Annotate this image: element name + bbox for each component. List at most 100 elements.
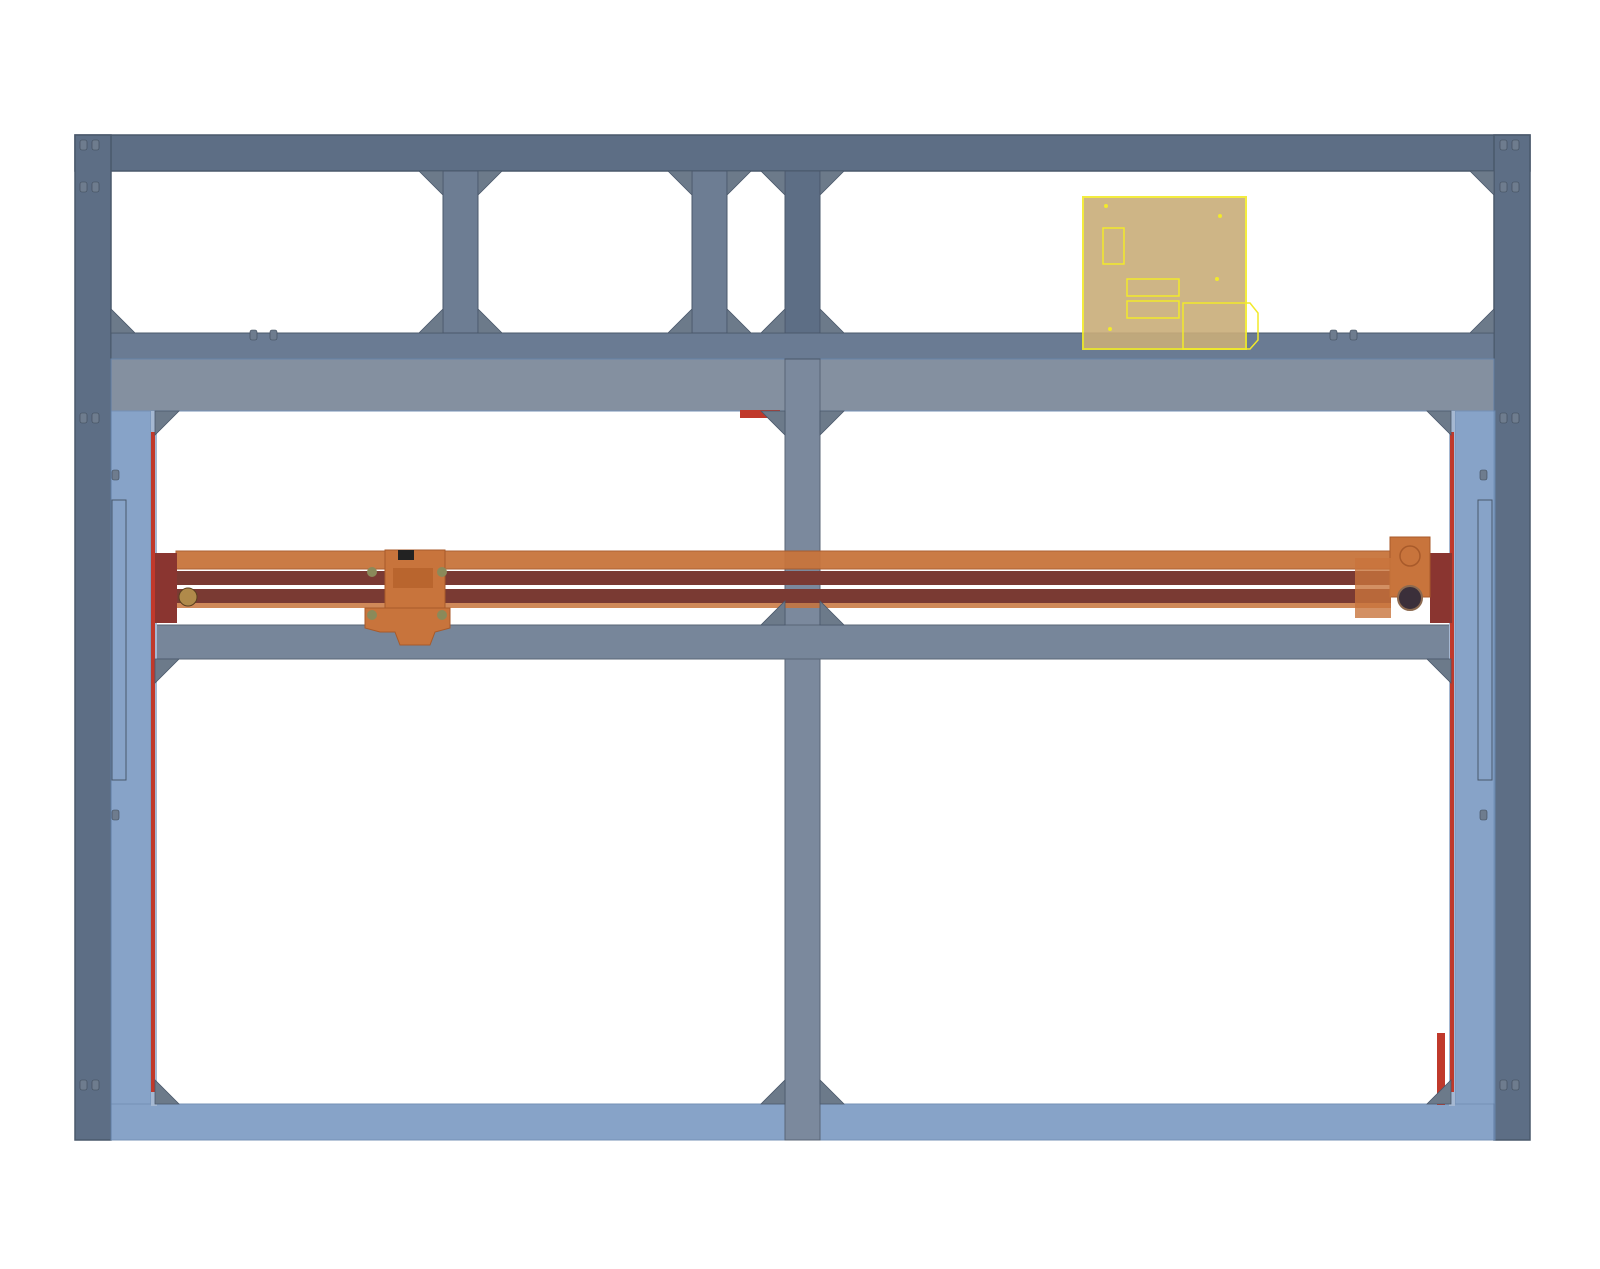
right-red-rail — [1450, 432, 1454, 1092]
bolts — [79, 139, 1520, 1091]
corner-bracket-22 — [154, 658, 180, 684]
controller-power-module — [1182, 302, 1259, 350]
corner-bracket-13 — [110, 308, 136, 334]
bolt-13 — [79, 1079, 88, 1091]
gantry-support-beam — [154, 624, 1452, 660]
bolt-20 — [1349, 329, 1358, 341]
carriage — [364, 549, 451, 646]
bolt-11 — [1499, 412, 1508, 424]
bolt-9 — [79, 412, 88, 424]
mount-hole-2 — [1218, 214, 1222, 218]
gantry-left-plate — [155, 553, 177, 623]
corner-bracket-24 — [760, 1079, 786, 1105]
gantry-right-plate — [1430, 553, 1452, 623]
inner-left-post — [110, 410, 152, 1141]
corner-bracket-10 — [726, 308, 752, 334]
bolt-7 — [1499, 181, 1508, 193]
mount-hole-4 — [1108, 327, 1112, 331]
right-motor-mount — [1355, 558, 1391, 618]
corner-bracket-7 — [418, 308, 444, 334]
controller-connector-2 — [1126, 300, 1180, 319]
carriage-lower-bracket — [364, 607, 451, 646]
corner-bracket-18 — [760, 600, 786, 626]
corner-bracket-8 — [477, 308, 503, 334]
gantry-top-bar — [175, 550, 1392, 570]
corner-bracket-4 — [726, 170, 752, 196]
corner-bracket-17 — [819, 410, 845, 436]
bolt-5 — [1499, 139, 1508, 151]
outer-mid-beam — [110, 332, 1495, 360]
corner-bracket-23 — [1426, 658, 1452, 684]
bolt-15 — [1499, 1079, 1508, 1091]
bolt-24 — [1479, 809, 1488, 821]
carriage-wheel-3 — [367, 610, 377, 620]
bolt-18 — [269, 329, 278, 341]
mount-hole-1 — [1104, 204, 1108, 208]
controller-chip — [1102, 227, 1125, 265]
corner-bracket-21 — [1426, 410, 1452, 436]
left-idler-pulley — [178, 587, 198, 607]
outer-frame — [74, 134, 1531, 1141]
controller-board-plate — [1082, 196, 1247, 350]
corner-bracket-1 — [418, 170, 444, 196]
post-guides — [111, 499, 1493, 781]
center-post — [784, 358, 821, 1141]
top-strut-2 — [691, 170, 728, 334]
corner-bracket-9 — [667, 308, 693, 334]
right-guide — [1477, 499, 1493, 781]
carriage-wheel-2 — [437, 567, 447, 577]
top-red-stop — [740, 410, 780, 418]
bolt-19 — [1329, 329, 1338, 341]
controller-connector-1 — [1126, 278, 1180, 297]
left-red-rail — [151, 432, 155, 1092]
corner-bracket-16 — [760, 410, 786, 436]
corner-bracket-5 — [760, 170, 786, 196]
corner-bracket-6 — [819, 170, 845, 196]
bolt-6 — [1511, 139, 1520, 151]
corner-bracket-12 — [819, 308, 845, 334]
bolt-10 — [91, 412, 100, 424]
left-guide — [111, 499, 127, 781]
bolt-21 — [111, 469, 120, 481]
bolt-16 — [1511, 1079, 1520, 1091]
bolt-4 — [91, 181, 100, 193]
bolt-23 — [111, 809, 120, 821]
bolt-8 — [1511, 181, 1520, 193]
corner-bracket-20 — [154, 410, 180, 436]
corner-bracket-15 — [1469, 170, 1495, 196]
outer-right-post — [1493, 134, 1531, 1141]
corner-bracket-3 — [667, 170, 693, 196]
gantry-rail-1 — [176, 571, 1391, 585]
gantry — [155, 536, 1452, 623]
top-strut-3 — [784, 170, 821, 334]
bolt-2 — [91, 139, 100, 151]
corner-bracket-2 — [477, 170, 503, 196]
corner-bracket-19 — [819, 600, 845, 626]
bolt-17 — [249, 329, 258, 341]
gantry-rail-2 — [176, 589, 1391, 603]
bolt-3 — [79, 181, 88, 193]
right-red-switch — [1437, 1033, 1445, 1105]
bolt-12 — [1511, 412, 1520, 424]
corner-bracket-27 — [1426, 1079, 1452, 1105]
carriage-wheel-1 — [367, 567, 377, 577]
inner-right-post — [1454, 410, 1496, 1141]
side-rails — [151, 410, 1454, 1105]
carriage-block — [393, 568, 433, 588]
inner-frame — [110, 358, 1496, 1141]
corner-bracket-11 — [760, 308, 786, 334]
controller-board — [1082, 196, 1259, 350]
right-drive-pulley — [1397, 585, 1423, 611]
carriage-sensor — [398, 550, 414, 560]
carriage-wheel-4 — [437, 610, 447, 620]
corner-bracket-14 — [1469, 308, 1495, 334]
motor-fan-icon — [1399, 545, 1421, 567]
mount-hole-3 — [1215, 277, 1219, 281]
outer-top-beam — [74, 134, 1531, 172]
corner-brackets — [110, 170, 1495, 1105]
outer-left-post — [74, 134, 112, 1141]
bolt-22 — [1479, 469, 1488, 481]
corner-bracket-25 — [819, 1079, 845, 1105]
